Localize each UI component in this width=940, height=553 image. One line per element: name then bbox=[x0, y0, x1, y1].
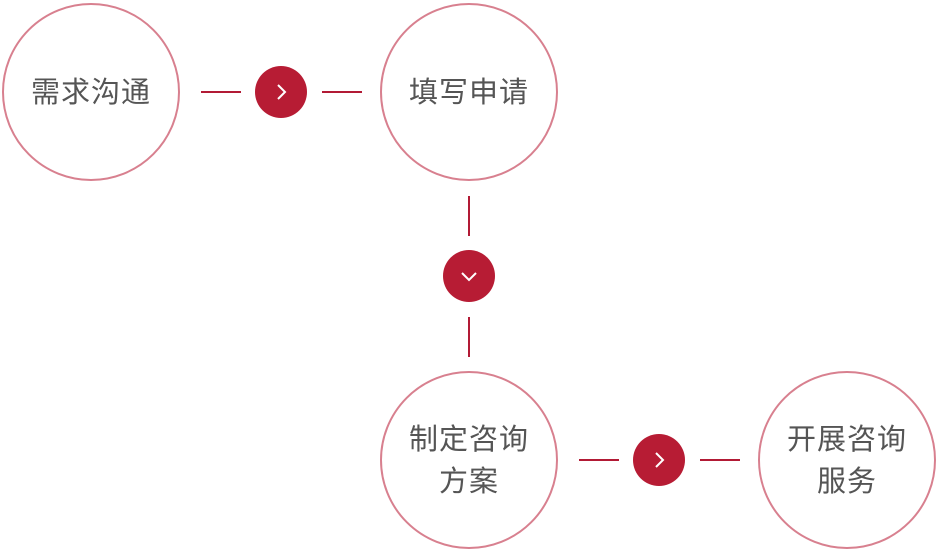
connector-line bbox=[201, 91, 241, 93]
step-label: 需求沟通 bbox=[30, 75, 151, 109]
chevron-right-icon bbox=[655, 452, 665, 468]
step-label: 填写申请 bbox=[408, 75, 529, 109]
connector-line bbox=[579, 459, 619, 461]
step-label-line-2: 方案 bbox=[438, 464, 499, 498]
connector-line bbox=[468, 196, 470, 236]
next-arrow-button bbox=[633, 434, 685, 486]
chevron-down-icon bbox=[461, 272, 477, 282]
step-fill-application: 填写申请 bbox=[380, 3, 558, 181]
step-label-line-2: 服务 bbox=[816, 464, 877, 498]
connector-line bbox=[322, 91, 362, 93]
step-label-line-1: 开展咨询 bbox=[786, 422, 907, 456]
step-make-consulting-plan: 制定咨询 方案 bbox=[380, 371, 558, 549]
chevron-right-icon bbox=[277, 84, 287, 100]
connector-line bbox=[468, 317, 470, 357]
step-conduct-consulting-service: 开展咨询 服务 bbox=[758, 371, 936, 549]
step-label-line-1: 制定咨询 bbox=[408, 422, 529, 456]
connector-line bbox=[700, 459, 740, 461]
next-arrow-button bbox=[255, 66, 307, 118]
step-need-communication: 需求沟通 bbox=[2, 3, 180, 181]
next-arrow-button bbox=[443, 250, 495, 302]
